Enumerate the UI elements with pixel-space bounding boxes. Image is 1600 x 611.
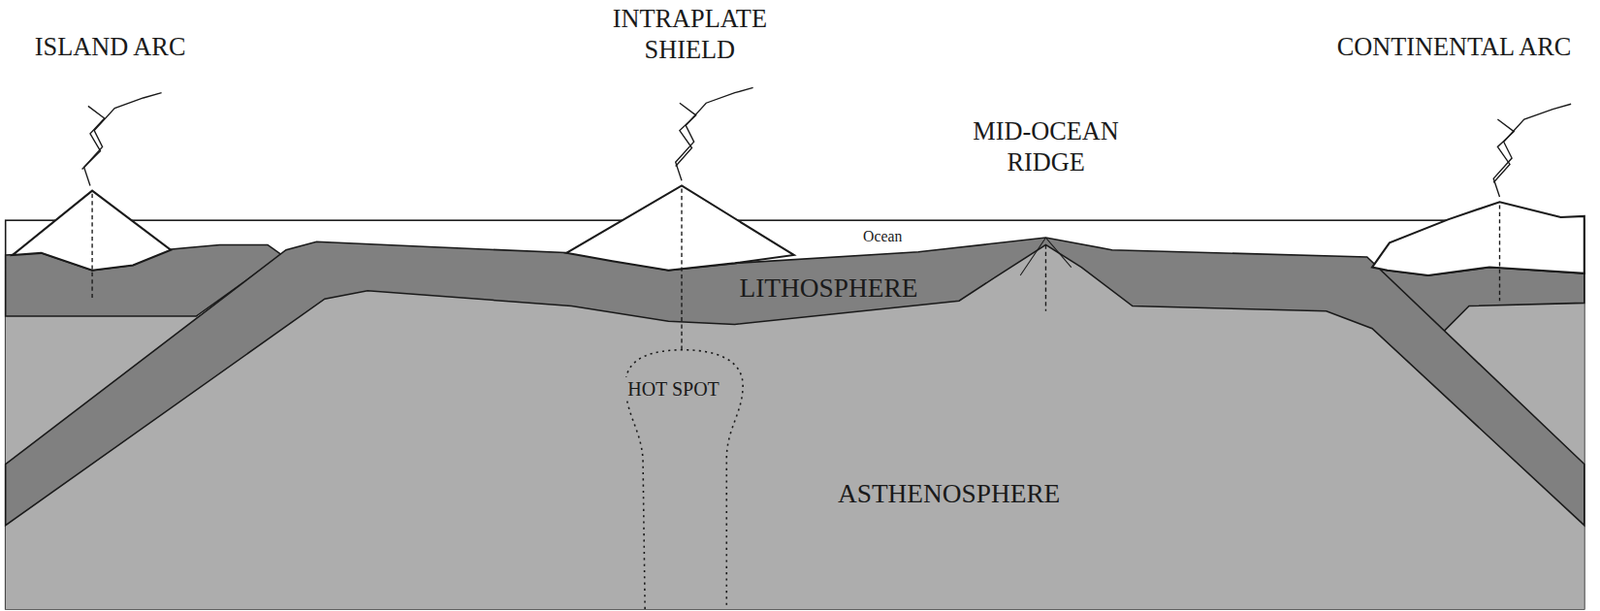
feature-label: ISLAND ARC [34,32,187,64]
region-label: Ocean [860,227,905,247]
ridge-flank [1020,237,1046,276]
hot-spot-plume [625,350,743,609]
feature-label: CONTINENTAL ARC [1337,32,1572,64]
region-label: LITHOSPHERE [739,272,919,305]
continental-crust [1372,201,1585,276]
feature-label: INTRAPLATE SHIELD [587,3,792,65]
region-label: HOT SPOT [624,377,723,401]
shield-volcano [566,185,795,270]
eruption-smoke [82,87,1572,197]
magma-conduits [92,189,1500,352]
feature-label: MID-OCEAN RIDGE [949,116,1144,178]
region-label: ASTHENOSPHERE [837,478,1060,511]
section-frame [5,220,1585,609]
lithosphere-oceanic-plate [5,237,1585,526]
ridge-flank [1045,237,1071,268]
